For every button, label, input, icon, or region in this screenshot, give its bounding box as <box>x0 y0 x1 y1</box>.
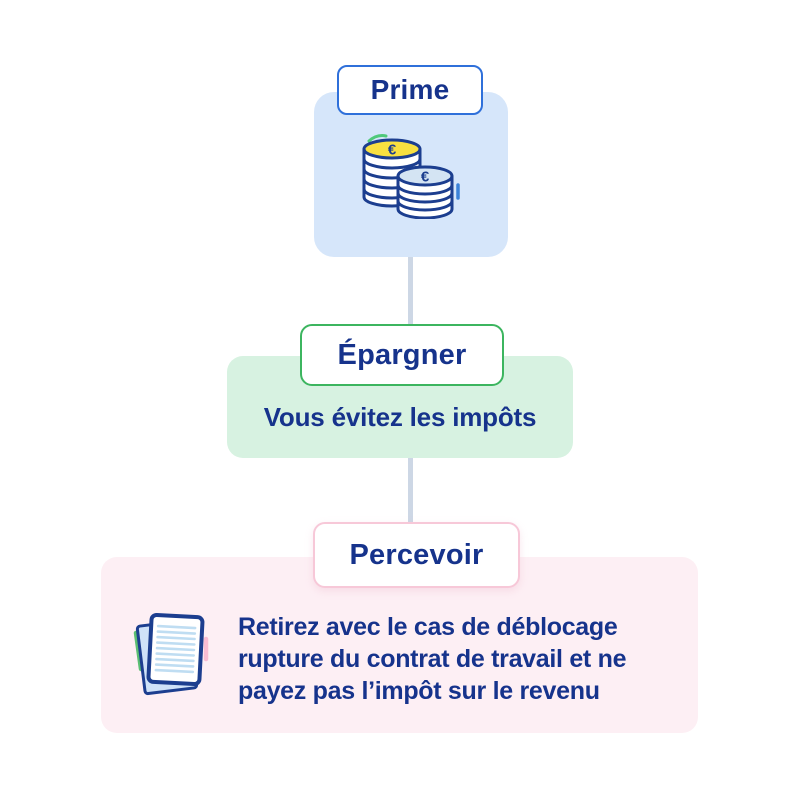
document-icon <box>133 612 209 696</box>
connector-line-top <box>408 254 413 328</box>
epargner-benefit-text: Vous évitez les impôts <box>263 402 537 432</box>
prime-step-label: Prime <box>370 74 450 105</box>
epargner-step-panel: Vous évitez les impôts <box>227 356 573 458</box>
prime-step-panel: € € <box>314 92 508 257</box>
sparkle-green-dash <box>367 133 388 142</box>
prime-step-label-chip: Prime <box>337 65 483 115</box>
document-icon-wrap <box>125 597 217 714</box>
euro-symbol-blue-coin: € <box>421 168 430 185</box>
epargner-step-label-chip: Épargner <box>300 324 504 386</box>
coins-icon: € € <box>362 133 460 219</box>
percevoir-description-line: rupture du contrat de travail et ne <box>238 645 627 673</box>
euro-symbol-yellow-coin: € <box>388 141 397 158</box>
percevoir-description-line: Retirez avec le cas de déblocage <box>238 613 618 641</box>
epargner-step-label: Épargner <box>337 338 467 371</box>
percevoir-step-label: Percevoir <box>349 538 484 571</box>
percevoir-step-label-chip: Percevoir <box>313 522 520 588</box>
percevoir-step-panel: Retirez avec le cas de déblocage rupture… <box>101 557 698 733</box>
percevoir-description-line: payez pas l’impôt sur le revenu <box>238 677 600 705</box>
connector-line-bottom <box>408 454 413 526</box>
percevoir-description: Retirez avec le cas de déblocage rupture… <box>238 611 626 707</box>
